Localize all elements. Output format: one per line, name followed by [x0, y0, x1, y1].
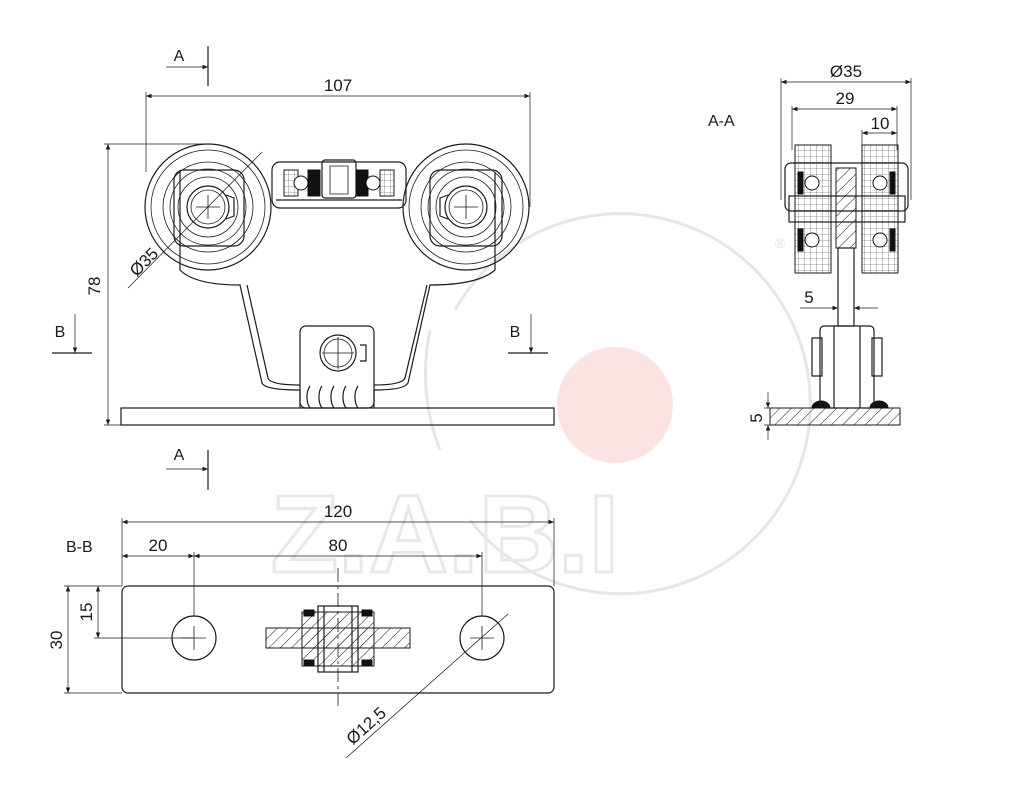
dim-front-diameter-line	[127, 151, 263, 289]
section-aa-view: A-A Ø35 29	[708, 62, 912, 440]
dim-front-diameter-label: Ø35	[126, 244, 162, 280]
dim-10-label: 10	[871, 114, 890, 133]
dim-107-label: 107	[324, 76, 352, 95]
aa-center-block	[835, 167, 857, 249]
aa-lower-bracket	[819, 325, 875, 409]
front-bracket-bolt	[319, 334, 357, 372]
watermark-registered: ®	[775, 235, 786, 251]
front-base-plate	[120, 407, 555, 426]
svg-text:A: A	[174, 48, 185, 65]
aa-wheel-right	[861, 144, 899, 274]
dim-15-label: 15	[77, 603, 96, 622]
svg-text:B: B	[510, 324, 521, 341]
watermark-ring	[453, 212, 812, 596]
section-a-marker-top: A	[166, 46, 209, 86]
watermark-text: Z.A.B.I	[271, 473, 619, 596]
watermark: Z.A.B.I ®	[269, 212, 812, 598]
aa-bearings	[797, 171, 896, 252]
dim-hole-label: Ø12,5	[343, 703, 390, 748]
front-body-outline	[179, 172, 496, 408]
section-b-marker-right: B	[508, 314, 548, 354]
front-bracket	[299, 325, 375, 409]
section-bb-label: B-B	[66, 539, 93, 556]
dim-stem-label: 5	[804, 288, 813, 307]
front-view: 107 78 Ø35 A A B B	[52, 46, 555, 490]
aa-axle	[788, 195, 906, 223]
aa-base-plate	[769, 407, 901, 426]
front-body-inner	[246, 284, 428, 386]
dim-20-label: 20	[149, 536, 168, 555]
front-wheel-right	[402, 143, 530, 271]
dim-30-label: 30	[47, 631, 66, 650]
dim-aa-diameter-label: Ø35	[830, 62, 862, 81]
aa-stem	[837, 247, 855, 327]
front-top-bearing	[271, 159, 407, 209]
front-weld	[306, 385, 359, 409]
watermark-arc	[423, 329, 442, 451]
dim-80-label: 80	[329, 536, 348, 555]
watermark-dot	[557, 347, 673, 463]
dim-plate-label: 5	[747, 413, 766, 422]
svg-text:B: B	[55, 324, 66, 341]
section-b-marker-left: B	[52, 314, 92, 354]
dim-78-label: 78	[85, 277, 104, 296]
section-aa-label: A-A	[708, 113, 735, 130]
dim-hole-line	[345, 613, 509, 759]
section-a-marker-bottom: A	[166, 447, 209, 490]
dim-29-label: 29	[836, 89, 855, 108]
dim-120-label: 120	[324, 502, 352, 521]
aa-wheel-left	[794, 144, 832, 274]
svg-text:A: A	[174, 447, 185, 464]
